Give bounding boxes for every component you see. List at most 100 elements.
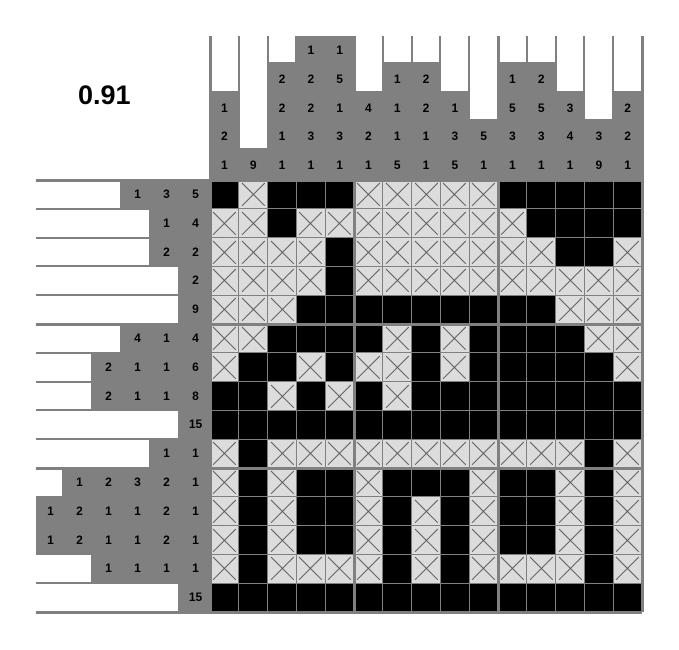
crossed-cell[interactable] (354, 180, 383, 209)
filled-cell[interactable] (469, 352, 498, 382)
crossed-cell[interactable] (555, 554, 585, 584)
crossed-cell[interactable] (354, 525, 383, 555)
crossed-cell[interactable] (296, 439, 326, 468)
filled-cell[interactable] (526, 468, 556, 497)
crossed-cell[interactable] (613, 237, 642, 267)
crossed-cell[interactable] (382, 266, 412, 296)
crossed-cell[interactable] (613, 439, 642, 468)
filled-cell[interactable] (555, 352, 585, 382)
crossed-cell[interactable] (498, 439, 527, 468)
crossed-cell[interactable] (354, 208, 383, 238)
filled-cell[interactable] (325, 468, 354, 497)
crossed-cell[interactable] (325, 208, 354, 238)
crossed-cell[interactable] (411, 439, 441, 468)
crossed-cell[interactable] (267, 496, 297, 526)
filled-cell[interactable] (469, 295, 498, 324)
filled-cell[interactable] (498, 583, 527, 612)
crossed-cell[interactable] (526, 237, 556, 267)
filled-cell[interactable] (526, 324, 556, 353)
filled-cell[interactable] (584, 352, 614, 382)
crossed-cell[interactable] (498, 208, 527, 238)
filled-cell[interactable] (354, 381, 383, 411)
crossed-cell[interactable] (382, 352, 412, 382)
crossed-cell[interactable] (411, 496, 441, 526)
crossed-cell[interactable] (411, 266, 441, 296)
crossed-cell[interactable] (555, 525, 585, 555)
crossed-cell[interactable] (440, 439, 470, 468)
filled-cell[interactable] (325, 352, 354, 382)
filled-cell[interactable] (325, 324, 354, 353)
filled-cell[interactable] (267, 208, 297, 238)
crossed-cell[interactable] (469, 266, 498, 296)
crossed-cell[interactable] (440, 324, 470, 353)
filled-cell[interactable] (555, 237, 585, 267)
crossed-cell[interactable] (584, 266, 614, 296)
filled-cell[interactable] (238, 468, 268, 497)
crossed-cell[interactable] (469, 180, 498, 209)
filled-cell[interactable] (555, 381, 585, 411)
filled-cell[interactable] (411, 295, 441, 324)
crossed-cell[interactable] (238, 324, 268, 353)
crossed-cell[interactable] (210, 468, 239, 497)
filled-cell[interactable] (354, 324, 383, 353)
crossed-cell[interactable] (267, 554, 297, 584)
filled-cell[interactable] (238, 352, 268, 382)
filled-cell[interactable] (526, 295, 556, 324)
filled-cell[interactable] (498, 324, 527, 353)
crossed-cell[interactable] (267, 468, 297, 497)
crossed-cell[interactable] (267, 295, 297, 324)
filled-cell[interactable] (325, 496, 354, 526)
filled-cell[interactable] (238, 410, 268, 440)
crossed-cell[interactable] (354, 237, 383, 267)
crossed-cell[interactable] (469, 439, 498, 468)
filled-cell[interactable] (325, 180, 354, 209)
crossed-cell[interactable] (267, 525, 297, 555)
crossed-cell[interactable] (526, 554, 556, 584)
filled-cell[interactable] (526, 381, 556, 411)
filled-cell[interactable] (440, 554, 470, 584)
filled-cell[interactable] (526, 208, 556, 238)
filled-cell[interactable] (382, 468, 412, 497)
crossed-cell[interactable] (382, 237, 412, 267)
filled-cell[interactable] (584, 180, 614, 209)
crossed-cell[interactable] (613, 352, 642, 382)
crossed-cell[interactable] (238, 180, 268, 209)
filled-cell[interactable] (267, 410, 297, 440)
crossed-cell[interactable] (526, 266, 556, 296)
crossed-cell[interactable] (584, 295, 614, 324)
filled-cell[interactable] (498, 180, 527, 209)
crossed-cell[interactable] (469, 554, 498, 584)
crossed-cell[interactable] (382, 324, 412, 353)
filled-cell[interactable] (555, 208, 585, 238)
filled-cell[interactable] (526, 525, 556, 555)
crossed-cell[interactable] (526, 439, 556, 468)
filled-cell[interactable] (469, 410, 498, 440)
crossed-cell[interactable] (613, 295, 642, 324)
filled-cell[interactable] (238, 554, 268, 584)
filled-cell[interactable] (296, 468, 326, 497)
crossed-cell[interactable] (498, 266, 527, 296)
crossed-cell[interactable] (469, 496, 498, 526)
crossed-cell[interactable] (210, 295, 239, 324)
crossed-cell[interactable] (210, 324, 239, 353)
crossed-cell[interactable] (469, 208, 498, 238)
crossed-cell[interactable] (296, 554, 326, 584)
crossed-cell[interactable] (238, 266, 268, 296)
filled-cell[interactable] (498, 381, 527, 411)
filled-cell[interactable] (526, 496, 556, 526)
filled-cell[interactable] (267, 583, 297, 612)
crossed-cell[interactable] (613, 496, 642, 526)
filled-cell[interactable] (584, 496, 614, 526)
filled-cell[interactable] (526, 180, 556, 209)
filled-cell[interactable] (325, 525, 354, 555)
crossed-cell[interactable] (411, 237, 441, 267)
crossed-cell[interactable] (613, 324, 642, 353)
crossed-cell[interactable] (354, 468, 383, 497)
filled-cell[interactable] (267, 324, 297, 353)
crossed-cell[interactable] (440, 266, 470, 296)
filled-cell[interactable] (296, 295, 326, 324)
filled-cell[interactable] (296, 525, 326, 555)
filled-cell[interactable] (354, 410, 383, 440)
crossed-cell[interactable] (613, 554, 642, 584)
filled-cell[interactable] (498, 410, 527, 440)
